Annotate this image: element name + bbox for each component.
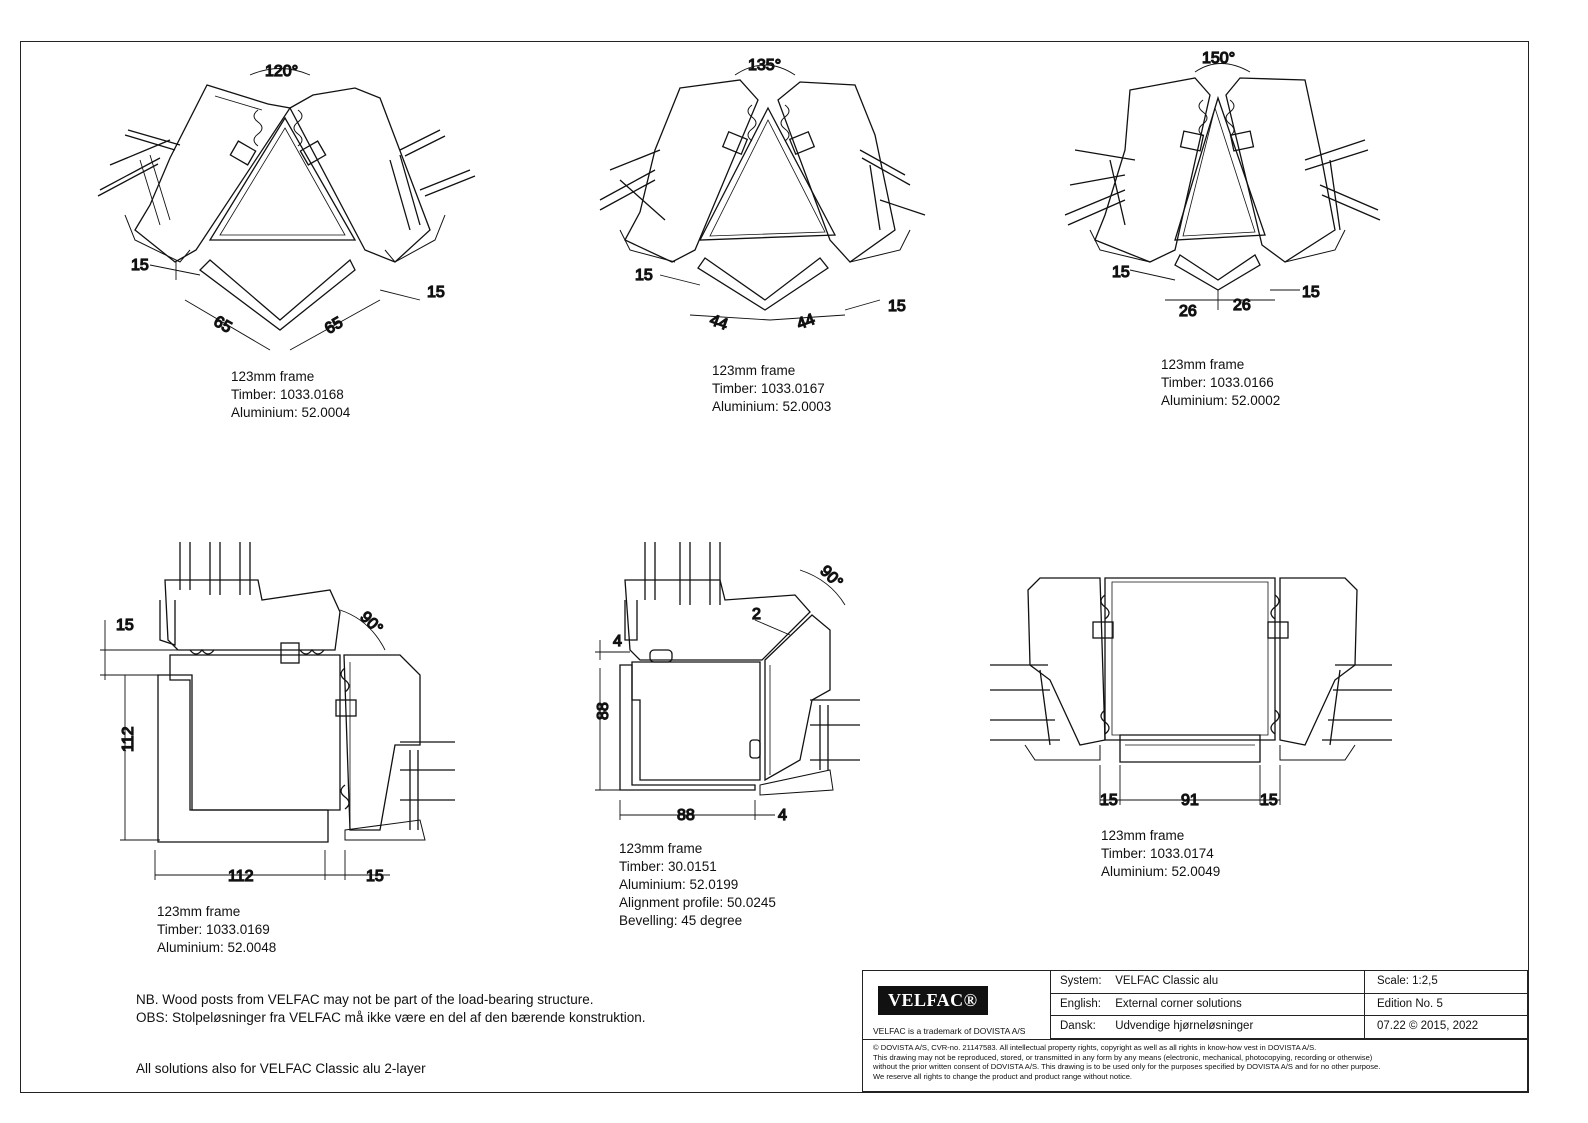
dim-44-left: 44: [707, 312, 730, 334]
detail-corner-120: [97, 68, 476, 351]
system-value: VELFAC Classic alu: [1115, 975, 1219, 987]
detail-straight-post: [990, 577, 1392, 805]
date: 07.22 © 2015, 2022: [1365, 1016, 1529, 1039]
drawing-border: [20, 41, 1529, 1093]
dim-26-left: 26: [1179, 303, 1197, 320]
spec-corner-90-post: 123mm frame Timber: 1033.0169 Aluminium:…: [157, 904, 277, 955]
dim-left-15-a: 15: [131, 257, 149, 274]
scale: Scale: 1:2,5: [1365, 971, 1529, 994]
dim-65-right: 65: [322, 314, 346, 338]
dim-112-horizontal: 112: [228, 868, 254, 885]
detail-corner-135: [599, 64, 926, 321]
angle-label-150: 150°: [1202, 50, 1235, 67]
dim-91: 91: [1181, 792, 1199, 809]
note-all-solutions: All solutions also for VELFAC Classic al…: [136, 1061, 426, 1076]
dim-44-right: 44: [795, 311, 818, 333]
dansk-row: Dansk: Udvendige hjørneløsninger: [1051, 1016, 1365, 1039]
english-row: English: External corner solutions: [1051, 993, 1365, 1017]
english-title: External corner solutions: [1115, 997, 1242, 1010]
dim-65-left: 65: [211, 313, 235, 337]
logo-cell: VELFAC® VELFAC is a trademark of DOVISTA…: [863, 971, 1051, 1039]
dim-15-right-post: 15: [1260, 792, 1278, 809]
note-nb: NB. Wood posts from VELFAC may not be pa…: [136, 992, 594, 1007]
dim-26-right: 26: [1233, 297, 1251, 314]
title-block: VELFAC® VELFAC is a trademark of DOVISTA…: [862, 970, 1529, 1093]
note-obs: OBS: Stolpeløsninger fra VELFAC må ikke …: [136, 1010, 646, 1025]
legal-notice: © DOVISTA A/S, CVR-no. 21147583. All int…: [863, 1039, 1527, 1093]
edition: Edition No. 5: [1365, 994, 1529, 1017]
angle-label-90-b: 90°: [816, 563, 845, 592]
dim-left-15-c: 15: [1112, 264, 1130, 281]
dim-right-15-c: 15: [1302, 284, 1320, 301]
dim-right-15-a: 15: [427, 284, 445, 301]
spec-corner-135: 123mm frame Timber: 1033.0167 Aluminium:…: [712, 363, 832, 414]
dim-4-top: 4: [613, 633, 622, 650]
spec-straight-post: 123mm frame Timber: 1033.0174 Aluminium:…: [1101, 828, 1221, 879]
dim-right-15-b: 15: [888, 298, 906, 315]
spec-corner-120: 123mm frame Timber: 1033.0168 Aluminium:…: [231, 369, 351, 420]
dim-88-horizontal: 88: [677, 807, 695, 824]
dim-88-vertical: 88: [595, 702, 612, 720]
dim-112-vertical: 112: [120, 726, 137, 752]
trademark-text: VELFAC is a trademark of DOVISTA A/S: [873, 1026, 1026, 1036]
system-row: System: VELFAC Classic alu: [1051, 971, 1365, 994]
dansk-title: Udvendige hjørneløsninger: [1115, 1020, 1254, 1033]
detail-corner-150: [1064, 63, 1381, 310]
spec-corner-150: 123mm frame Timber: 1033.0166 Aluminium:…: [1161, 357, 1281, 408]
detail-corner-90-post: [100, 542, 455, 880]
dim-4-bottom: 4: [778, 807, 787, 824]
dim-15-left-post: 15: [1100, 792, 1118, 809]
dim-2-bevel: 2: [752, 606, 761, 623]
angle-label-135: 135°: [748, 57, 781, 74]
angle-label-120: 120°: [265, 63, 298, 80]
dim-left-15-b: 15: [635, 267, 653, 284]
dim-15-top: 15: [116, 617, 134, 634]
dim-15-bottom: 15: [366, 868, 384, 885]
angle-label-90-a: 90°: [356, 609, 385, 638]
detail-corner-90-bevel: [595, 542, 860, 820]
spec-corner-90-bevel: 123mm frame Timber: 30.0151 Aluminium: 5…: [619, 841, 776, 928]
velfac-logo: VELFAC®: [878, 986, 988, 1015]
